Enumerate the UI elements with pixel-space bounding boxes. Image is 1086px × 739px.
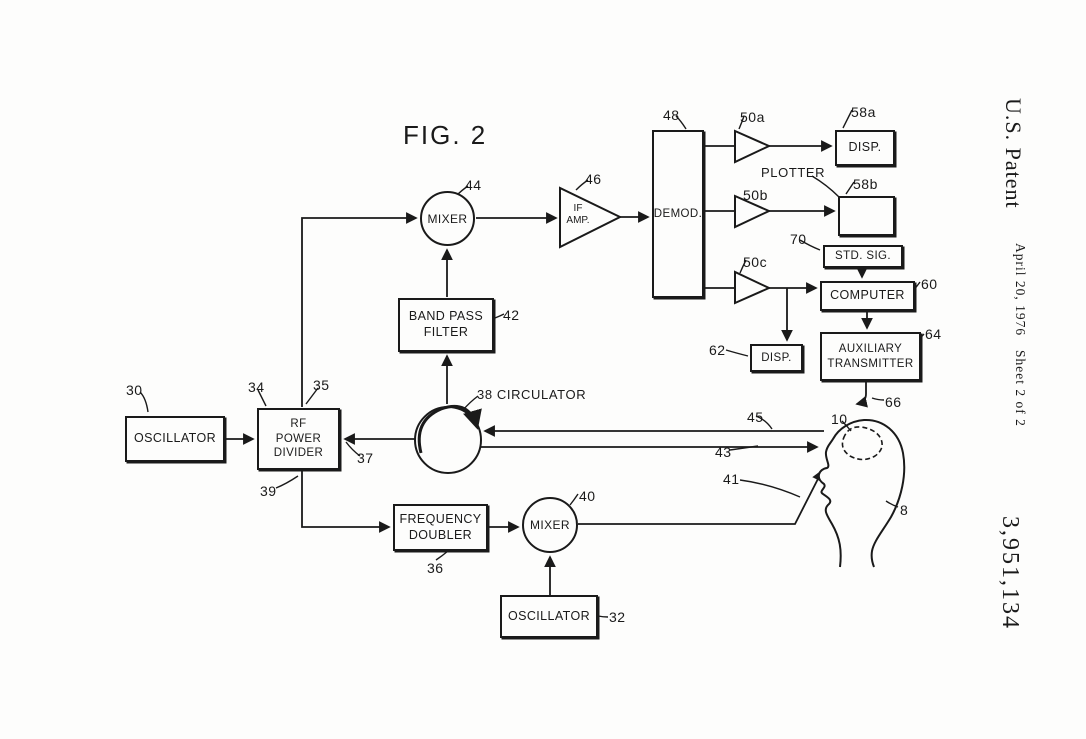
ref-66: 66	[885, 394, 902, 410]
ref-36: 36	[427, 560, 444, 576]
block-mixer-40: MIXER	[522, 497, 578, 553]
ref-8: 8	[900, 502, 909, 518]
leader-50a	[738, 115, 745, 130]
leader-36	[435, 550, 449, 561]
block-demod: DEMOD.	[652, 130, 704, 298]
connectors	[225, 140, 873, 595]
block-oscillator-30: OSCILLATOR	[125, 416, 225, 462]
block-plotter-58b	[838, 196, 895, 236]
patent-sheet-number: Sheet 2 of 2	[1013, 350, 1028, 427]
leader-45	[755, 415, 773, 430]
patent-number: 3,951,134	[997, 516, 1023, 630]
figure-title: FIG. 2	[403, 120, 488, 150]
amp-50a-triangle	[734, 129, 772, 164]
block-oscillator-32: OSCILLATOR	[500, 595, 598, 638]
block-rf-power-divider: RF POWER DIVIDER	[257, 408, 340, 470]
block-mixer-44: MIXER	[420, 191, 475, 246]
leader-48	[675, 115, 687, 130]
leader-58b	[845, 181, 855, 195]
leader-50c	[739, 259, 747, 274]
leader-35	[305, 387, 319, 405]
ref-10: 10	[831, 411, 848, 427]
ref-34: 34	[248, 379, 265, 395]
ref-43: 43	[715, 444, 732, 460]
amp-50b-triangle	[734, 194, 772, 229]
ref-39: 39	[260, 483, 277, 499]
ref-50b: 50b	[743, 187, 768, 203]
leader-62	[725, 349, 749, 357]
ref-62: 62	[709, 342, 726, 358]
leader-42	[494, 313, 505, 319]
leader-lines	[139, 109, 925, 618]
ref-41: 41	[723, 471, 740, 487]
head-outline	[817, 418, 906, 568]
ref-64: 64	[925, 326, 942, 342]
patent-date: April 20, 1976	[1013, 243, 1028, 337]
leader-70	[799, 239, 821, 251]
block-disp-62: DISP.	[750, 344, 803, 372]
ref-37: 37	[357, 450, 374, 466]
amp-50c-triangle	[734, 270, 772, 305]
head-figure	[817, 418, 906, 568]
ref-40: 40	[579, 488, 596, 504]
ref-60: 60	[921, 276, 938, 292]
block-aux-transmitter: AUXILIARY TRANSMITTER	[820, 332, 921, 381]
block-band-pass-filter: BAND PASS FILTER	[398, 298, 494, 352]
leader-32	[597, 615, 609, 618]
leader-8	[885, 500, 899, 508]
leader-58a	[842, 109, 853, 129]
ref-48: 48	[663, 107, 680, 123]
leader-34	[257, 389, 267, 407]
ref-45: 45	[747, 409, 764, 425]
leader-46	[575, 179, 589, 191]
amplifiers	[559, 129, 772, 305]
block-frequency-doubler: FREQUENCY DOUBLER	[393, 504, 488, 551]
ref-50a: 50a	[740, 109, 765, 125]
brain-dashed-outline	[841, 426, 883, 461]
plotter-label: PLOTTER	[761, 165, 826, 180]
ref-30: 30	[126, 382, 143, 398]
leader-38	[462, 395, 479, 411]
leader-10	[841, 420, 852, 432]
ref-35: 35	[313, 377, 330, 393]
ref-50c: 50c	[743, 254, 768, 270]
ref-32: 32	[609, 609, 626, 625]
line-divider-doubler	[301, 471, 391, 533]
line-divider-mixer44	[301, 212, 418, 407]
leader-39	[275, 475, 299, 489]
leader-43	[729, 445, 759, 451]
line-aux-output-66	[855, 381, 868, 408]
if-amp-triangle	[559, 186, 623, 249]
circulator-label: 38 CIRCULATOR	[477, 387, 587, 402]
block-disp-58a: DISP.	[835, 130, 895, 166]
block-std-sig: STD. SIG.	[823, 245, 903, 268]
line-mixer40-head-41	[578, 469, 823, 525]
circulator-rotation-arrow	[417, 404, 482, 454]
leader-37	[345, 441, 361, 457]
patent-header: U.S. Patent	[1001, 98, 1026, 209]
block-computer: COMPUTER	[820, 281, 915, 311]
leader-41	[739, 479, 801, 498]
if-amp-label: IF AMP.	[566, 203, 590, 226]
leader-30	[139, 391, 149, 413]
leader-40	[569, 493, 579, 506]
ref-58b: 58b	[853, 176, 878, 192]
ref-44: 44	[465, 177, 482, 193]
circulator-symbol	[414, 404, 482, 474]
ref-70: 70	[790, 231, 807, 247]
ref-58a: 58a	[851, 104, 876, 120]
leader-66	[871, 397, 885, 401]
ref-46: 46	[585, 171, 602, 187]
ref-42: 42	[503, 307, 520, 323]
leader-plotter	[811, 175, 840, 198]
